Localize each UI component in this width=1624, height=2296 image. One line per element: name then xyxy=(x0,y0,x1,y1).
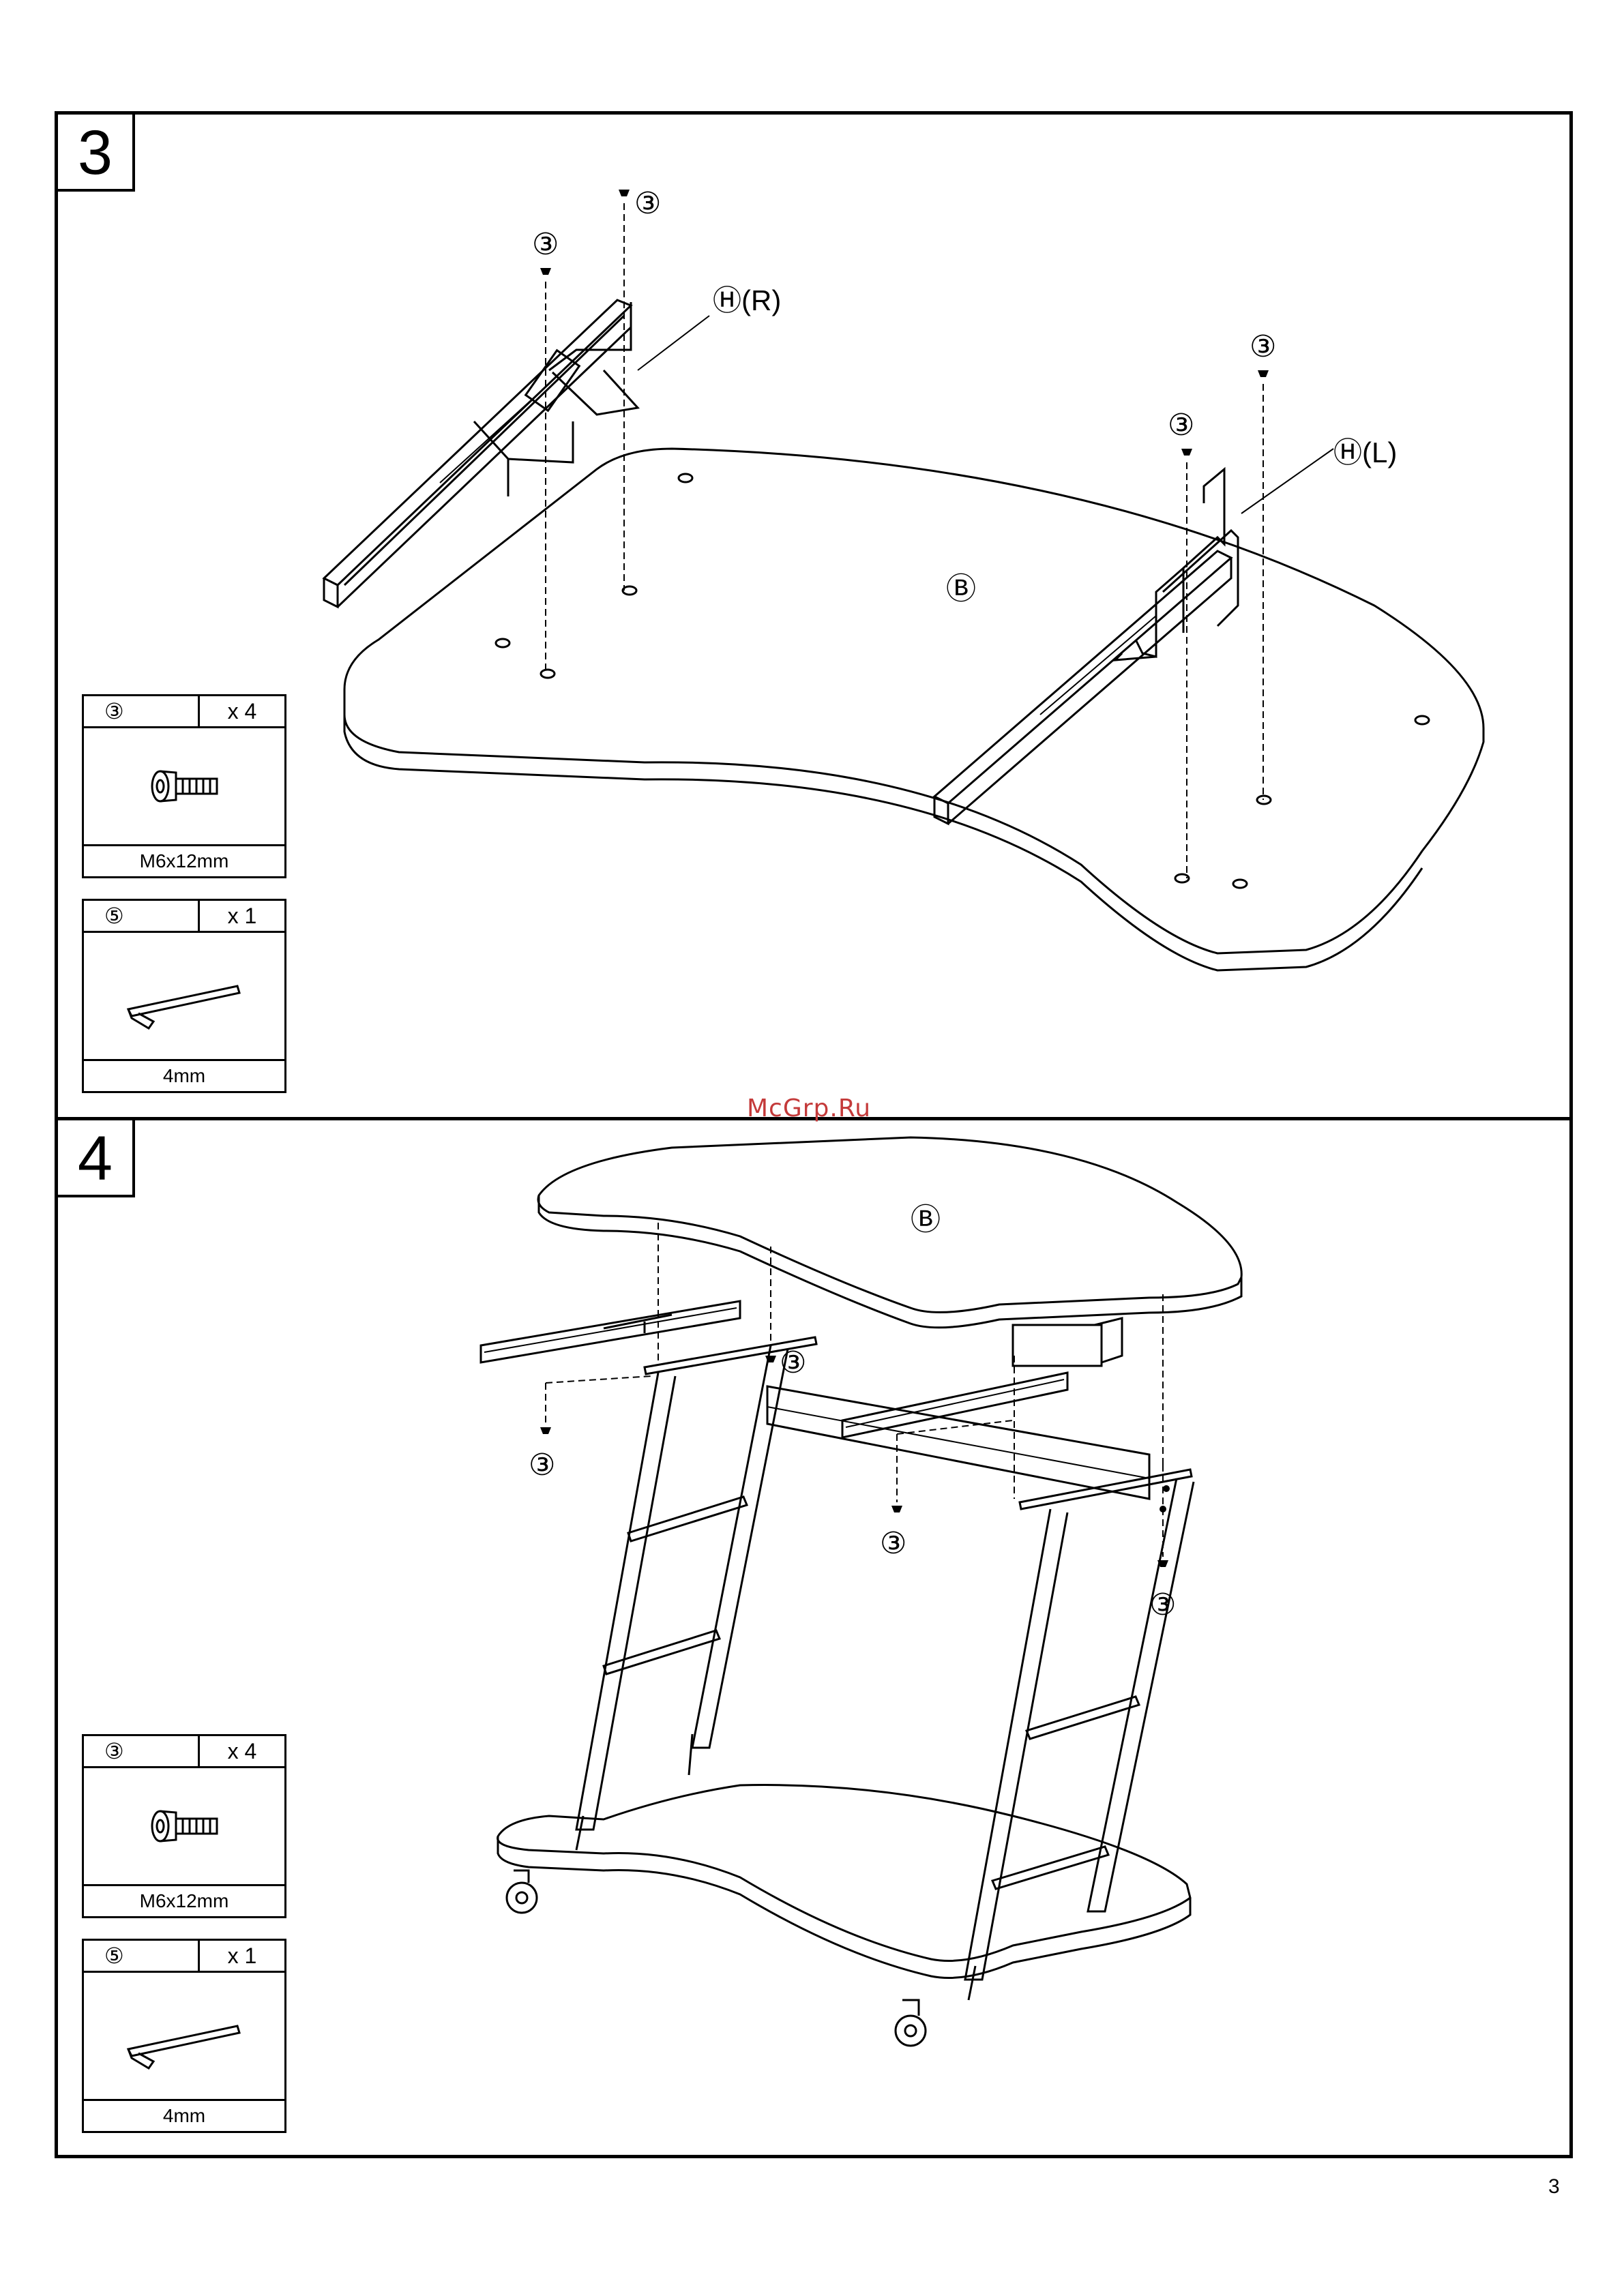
label-board-b: Ⓑ xyxy=(946,572,976,606)
label-screw: ③ xyxy=(634,187,661,220)
caster-wheel xyxy=(896,2000,926,2046)
parts-box-allen-key: ⑤ x 1 4mm xyxy=(82,1939,286,2133)
step-4-panel: 4 xyxy=(55,1117,1573,2158)
part-size: 4mm xyxy=(84,1061,284,1091)
label-screw: ③ xyxy=(880,1527,906,1560)
allen-key-icon xyxy=(84,1973,284,2099)
part-quantity: x 1 xyxy=(200,1941,284,1971)
watermark: McGrp.Ru xyxy=(747,1094,871,1122)
parts-box-allen-key: ⑤ x 1 4mm xyxy=(82,899,286,1093)
bolt-icon xyxy=(84,728,284,844)
allen-key-icon xyxy=(84,933,284,1059)
part-size: 4mm xyxy=(84,2101,284,2131)
label-screw: ③ xyxy=(1250,330,1276,363)
step-3-panel: 3 xyxy=(55,111,1573,1120)
slide-rail-left xyxy=(934,469,1238,824)
desktop-board xyxy=(538,1137,1241,1312)
caster-wheel xyxy=(507,1870,537,1913)
label-screw: ③ xyxy=(1168,408,1194,442)
label-screw: ③ xyxy=(780,1346,806,1380)
label-board-b: Ⓑ xyxy=(911,1203,941,1236)
part-quantity: x 1 xyxy=(200,901,284,931)
label-screw: ③ xyxy=(1149,1588,1176,1622)
part-quantity: x 4 xyxy=(200,1736,284,1766)
bolt-icon xyxy=(84,1768,284,1884)
part-id: ⑤ xyxy=(84,1941,200,1971)
desktop-board xyxy=(344,449,1483,953)
part-size: M6x12mm xyxy=(84,846,284,876)
parts-box-bolt: ③ x 4 M6x12mm xyxy=(82,694,286,878)
part-id: ③ xyxy=(84,1736,200,1766)
page-number: 3 xyxy=(1548,2175,1560,2198)
part-id: ③ xyxy=(84,696,200,726)
part-quantity: x 4 xyxy=(200,696,284,726)
part-size: M6x12mm xyxy=(84,1886,284,1916)
label-screw: ③ xyxy=(532,228,559,261)
label-screw: ③ xyxy=(529,1448,555,1482)
label-rail-right: Ⓗ(R) xyxy=(713,284,781,316)
parts-box-bolt: ③ x 4 M6x12mm xyxy=(82,1734,286,1918)
part-id: ⑤ xyxy=(84,901,200,931)
label-rail-left: Ⓗ(L) xyxy=(1333,436,1397,468)
